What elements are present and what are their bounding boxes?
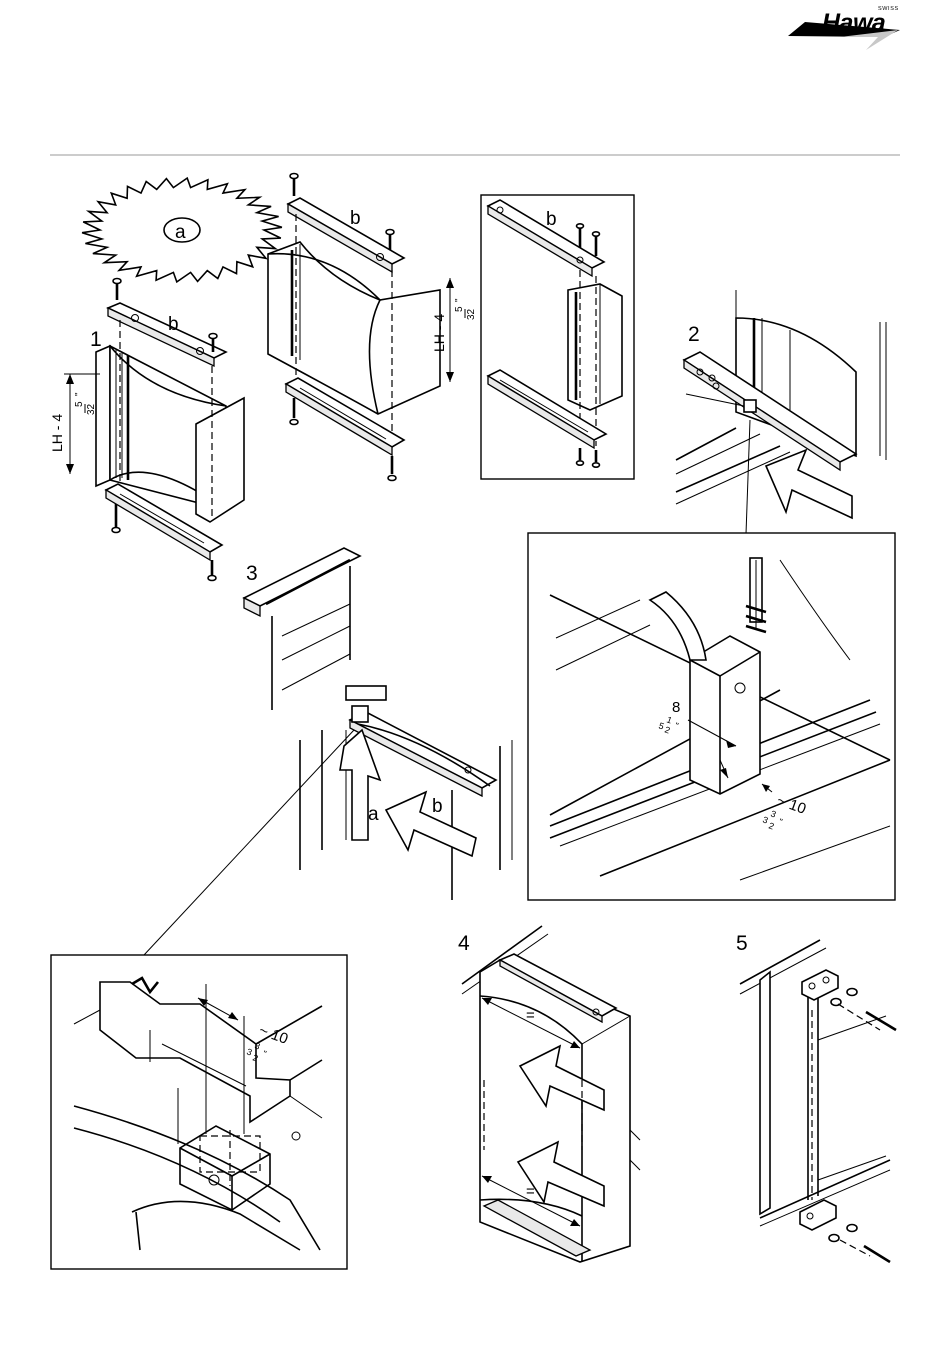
screw-icon xyxy=(112,504,120,533)
step-5-number: 5 xyxy=(736,932,748,955)
step-1-callout-b: b xyxy=(168,314,179,335)
step-3-illustration: 3 a b xyxy=(144,548,512,955)
step-2-number: 2 xyxy=(688,323,700,346)
step-1-dimension-unit: " xyxy=(74,392,85,396)
detail-1c-panel: b xyxy=(481,195,634,479)
step-1-number: 1 xyxy=(90,328,102,351)
door-profile xyxy=(96,346,110,486)
step-1-dimension-num: 5 xyxy=(74,401,85,407)
detail-2-panel: 8 5 1 2 " ~ 10 3 3 2 " xyxy=(528,533,895,900)
step-4-equal-top: = xyxy=(526,1007,535,1024)
logo-tagline: SWISS xyxy=(878,6,899,12)
screw-icon xyxy=(113,279,121,301)
screw-icon xyxy=(290,398,298,425)
door-stopper-bottom xyxy=(800,1200,836,1230)
detail-1c-callout-b: b xyxy=(546,209,557,230)
screw-icon xyxy=(208,560,216,581)
step-1-callout-a: a xyxy=(175,222,186,243)
detail-1b-dimension-num: 5 xyxy=(454,306,465,312)
detail-1b-callout-b: b xyxy=(350,208,361,229)
detail-2-dim-a-value: 8 xyxy=(672,699,680,716)
step-1-dimension-label: LH - 4 xyxy=(49,414,65,452)
step-2-illustration: 2 xyxy=(676,290,886,534)
step-1-illustration: a b LH - 4 5 32 " 1 xyxy=(49,178,282,580)
screw-icon xyxy=(829,1225,857,1242)
step-1-dimension-den: 32 xyxy=(86,403,97,415)
step-4-illustration: 4 = = xyxy=(458,926,640,1262)
overhead-track xyxy=(244,548,360,606)
detail-3-panel: ~ 10 3 3 2 " xyxy=(51,955,347,1269)
detail-1b-dimension-label: LH - 4 xyxy=(431,314,447,352)
detail-1b-dimension-den: 32 xyxy=(466,308,477,320)
screw-icon xyxy=(290,174,298,197)
door-panel-left xyxy=(760,972,770,1214)
step-5-illustration: 5 xyxy=(736,932,896,1262)
hawa-logo: Hawa SWISS xyxy=(788,6,900,50)
detail-1b-dimension-unit: " xyxy=(454,298,465,302)
door-stopper-top xyxy=(802,970,838,1000)
step-3-callout-a: a xyxy=(368,804,379,825)
screw-icon xyxy=(831,989,857,1006)
step-3-number: 3 xyxy=(246,562,258,585)
detail-1b-illustration: b LH - 4 5 32 " xyxy=(268,174,477,481)
step-3-callout-b: b xyxy=(432,796,443,817)
logo-wordmark: Hawa xyxy=(822,9,886,37)
screw-icon xyxy=(386,230,394,251)
top-guide-bracket xyxy=(108,303,226,358)
step-4-number: 4 xyxy=(458,932,470,955)
insert-arrow-b-icon xyxy=(386,792,476,856)
screw-icon xyxy=(388,456,396,481)
